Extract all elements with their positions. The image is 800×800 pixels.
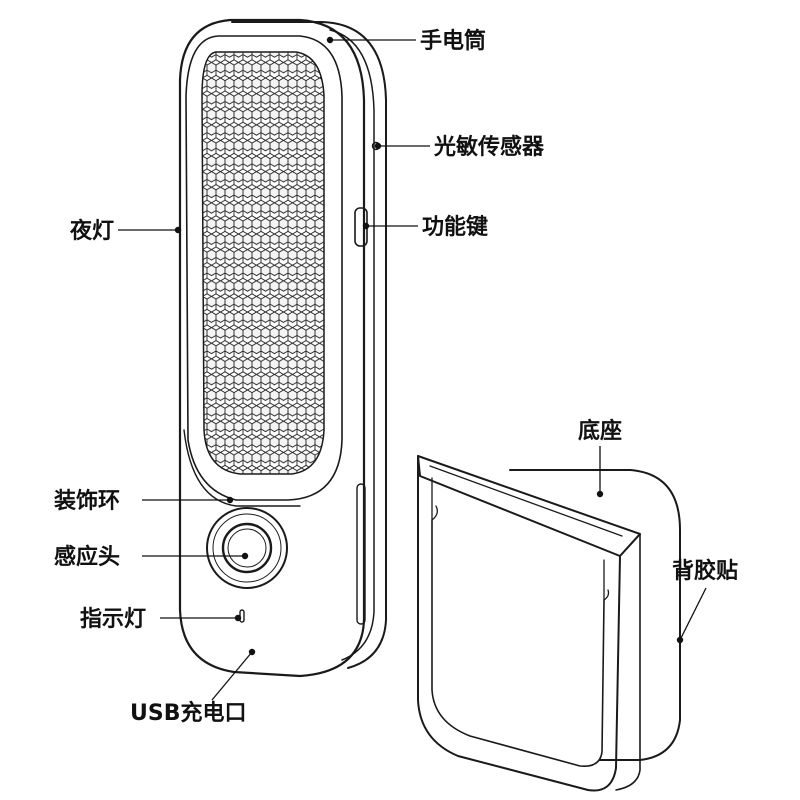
label-light-sensor: 光敏传感器 (433, 134, 545, 160)
label-night-light: 夜灯 (69, 218, 114, 244)
label-back-sticker: 背胶贴 (672, 558, 738, 584)
sensor-head (221, 522, 273, 574)
label-usb-port: USB充电口 (130, 700, 246, 726)
label-base: 底座 (578, 418, 622, 444)
indicator-light (239, 609, 245, 623)
callouts: 手电筒 光敏传感器 功能键 夜灯 底座 装饰环 感应头 背胶贴 指示灯 (54, 28, 738, 726)
label-flashlight: 手电筒 (420, 28, 486, 54)
night-light-device (178, 18, 387, 678)
hex-grille (201, 51, 325, 475)
label-indicator: 指示灯 (80, 607, 146, 632)
label-decorative-ring: 装饰环 (54, 488, 120, 514)
label-function-key: 功能键 (422, 214, 488, 240)
label-sensor-head: 感应头 (54, 544, 120, 570)
base-holder (417, 455, 681, 792)
decorative-ring (206, 507, 288, 589)
